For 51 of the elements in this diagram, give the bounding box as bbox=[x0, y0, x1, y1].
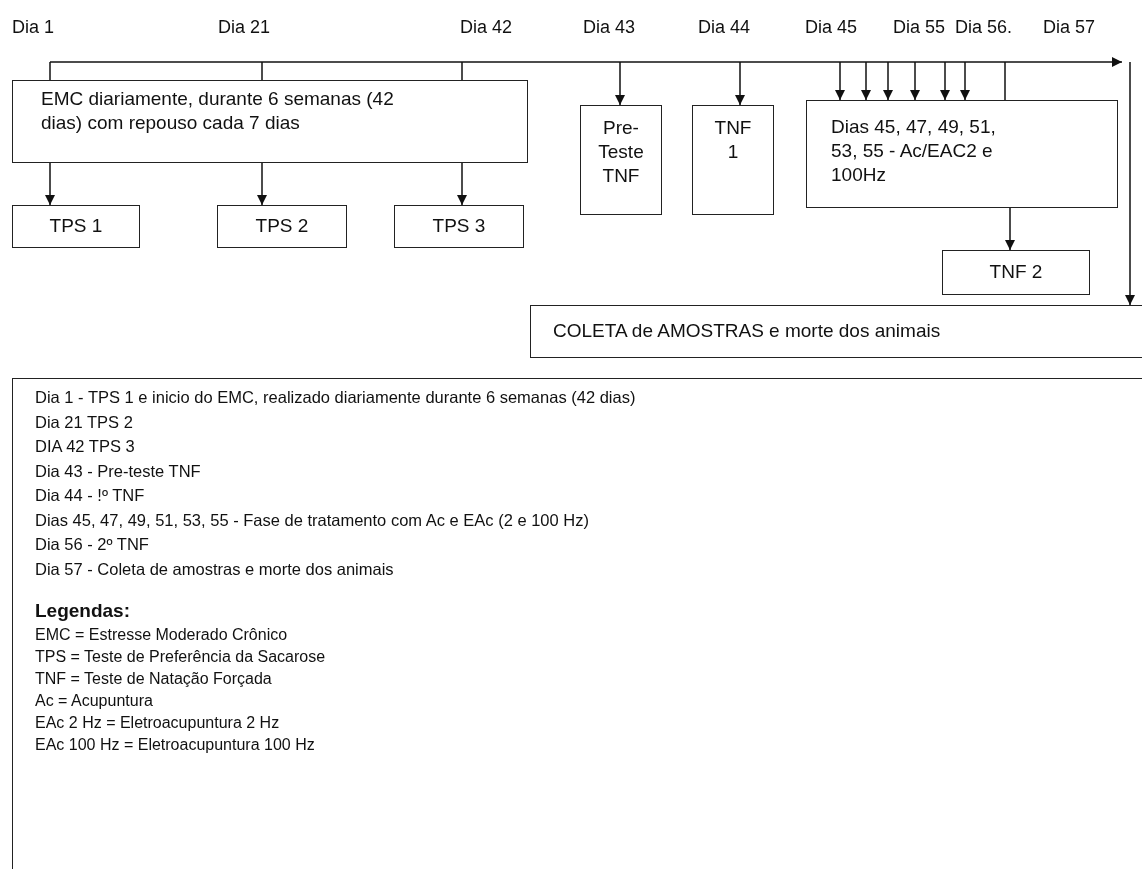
arrow bbox=[1004, 207, 1016, 251]
legend-entry: TPS = Teste de Preferência da Sacarose bbox=[35, 646, 327, 667]
legend-entry: TNF = Teste de Natação Forçada bbox=[35, 668, 273, 689]
arrow bbox=[939, 61, 951, 101]
day-label: Dia 45 bbox=[805, 17, 858, 38]
day-label: Dia 42 bbox=[460, 17, 513, 38]
legend-entry: EMC = Estresse Moderado Crônico bbox=[35, 624, 289, 645]
test-box: TNF 1 bbox=[692, 105, 774, 215]
test-box: TPS 1 bbox=[12, 205, 140, 248]
connector-line bbox=[261, 61, 263, 81]
note-text: Dia 56 - 2º TNF bbox=[35, 534, 150, 555]
sampling-box: COLETA de AMOSTRAS e morte dos animais bbox=[530, 305, 1142, 358]
arrow bbox=[256, 162, 268, 206]
notes-panel bbox=[12, 378, 1142, 869]
day-label: Dia 1 bbox=[12, 17, 55, 38]
legend-entry: EAc 100 Hz = Eletroacupuntura 100 Hz bbox=[35, 734, 316, 755]
arrow bbox=[614, 61, 626, 106]
connector-line bbox=[1004, 61, 1006, 101]
note-text: Dia 21 TPS 2 bbox=[35, 411, 134, 433]
arrow bbox=[44, 162, 56, 206]
note-text: Dia 1 - TPS 1 e inicio do EMC, realizado diariamente durante 6 semanas (42 dias) bbox=[35, 387, 637, 408]
day-label: Dia 44 bbox=[698, 17, 751, 38]
treatment-box: Dias 45, 47, 49, 51, 53, 55 - Ac/EAC2 e 100Hz bbox=[806, 100, 1118, 208]
phase-box: EMC diariamente, durante 6 semanas (42 dias) com repouso cada 7 dias bbox=[12, 80, 528, 163]
connector-line bbox=[461, 61, 463, 81]
day-label: Dia 21 bbox=[218, 17, 271, 38]
note-text: Dia 57 - Coleta de amostras e morte dos animais bbox=[35, 558, 395, 580]
test-box: TPS 3 bbox=[394, 205, 524, 248]
test-box: TPS 2 bbox=[217, 205, 347, 248]
note-text: Dias 45, 47, 49, 51, 53, 55 - Fase de tratamento com Ac e EAc (2 e 100 Hz) bbox=[35, 509, 590, 531]
day-label: Dia 43 bbox=[583, 17, 636, 38]
day-label: Dia 56. bbox=[955, 17, 1013, 38]
note-text: Dia 43 - Pre-teste TNF bbox=[35, 460, 202, 482]
arrow bbox=[860, 61, 872, 101]
legend-heading: Legendas: bbox=[35, 599, 132, 623]
legend-entry: EAc 2 Hz = Eletroacupuntura 2 Hz bbox=[35, 712, 281, 733]
arrow bbox=[909, 61, 921, 101]
connector-line bbox=[49, 61, 51, 81]
note-text: DIA 42 TPS 3 bbox=[35, 436, 136, 457]
arrow bbox=[959, 61, 971, 101]
arrow bbox=[834, 61, 846, 101]
arrow bbox=[734, 61, 746, 106]
legend-entry: Ac = Acupuntura bbox=[35, 690, 154, 711]
note-text: Dia 44 - !º TNF bbox=[35, 485, 146, 506]
arrow bbox=[1124, 61, 1136, 306]
day-label: Dia 55 bbox=[893, 17, 946, 38]
arrow bbox=[456, 162, 468, 206]
test-box: Pre- Teste TNF bbox=[580, 105, 662, 215]
test-box: TNF 2 bbox=[942, 250, 1090, 295]
day-label: Dia 57 bbox=[1043, 17, 1096, 38]
arrow bbox=[882, 61, 894, 101]
